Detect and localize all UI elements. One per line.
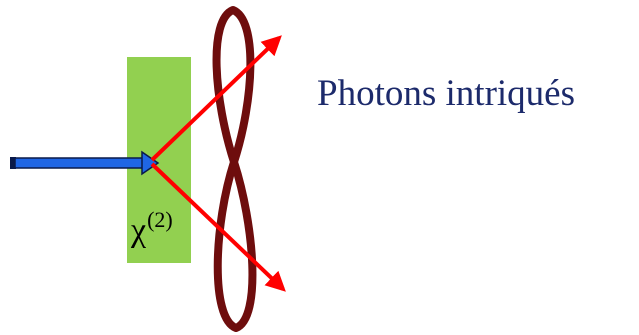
upper-photon-beam	[150, 35, 282, 162]
pump-beam-arrowhead	[141, 150, 160, 176]
entangled-photons-label: Photons intriqués	[317, 73, 575, 114]
pump-beam-tail	[10, 157, 16, 169]
lower-photon-beam	[150, 162, 286, 292]
pump-beam	[14, 157, 144, 169]
chi-order: (2)	[147, 207, 173, 232]
chi-symbol: χ	[131, 212, 147, 249]
crystal-label: χ(2)	[131, 209, 173, 249]
entanglement-loop	[212, 6, 257, 332]
